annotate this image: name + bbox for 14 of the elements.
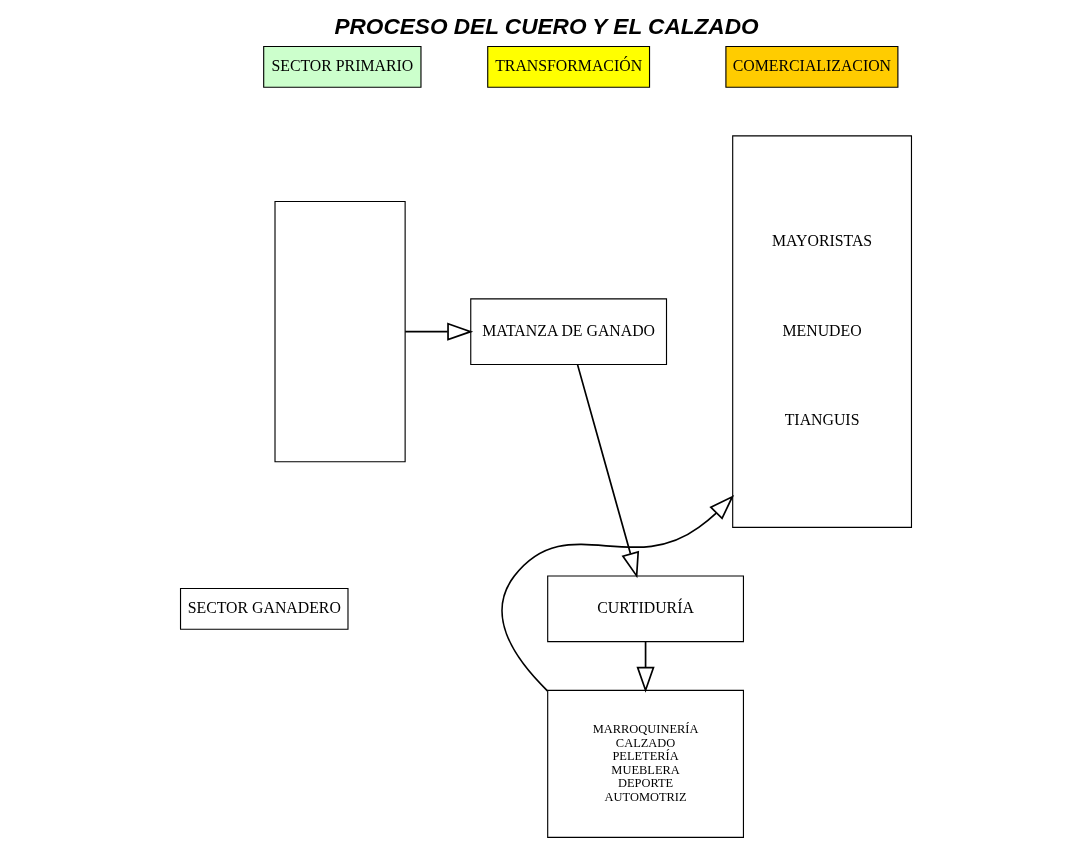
- arrow: [635, 641, 655, 693]
- node-box: SECTOR GANADERO: [179, 587, 349, 630]
- node-box: [273, 200, 406, 463]
- node-box: MAYORISTAS MENUDEO TIANGUIS: [731, 135, 912, 528]
- arrow: [576, 364, 639, 579]
- node-box: TRANSFORMACIÓN: [486, 45, 650, 88]
- node-box: SECTOR PRIMARIO: [262, 45, 422, 88]
- node-box: COMERCIALIZACION: [724, 45, 898, 88]
- arrow: [500, 494, 734, 692]
- node-box: MARROQUINERÍA CALZADO PELETERÍA MUEBLERA DEPORTE AUTOMOTRIZ: [546, 689, 744, 838]
- node-box: MATANZA DE GANADO: [469, 298, 667, 366]
- diagram-title: PROCESO DEL CUERO Y EL CALZADO: [333, 14, 759, 40]
- node-box: CURTIDURÍA: [546, 575, 744, 643]
- arrow: [403, 322, 473, 341]
